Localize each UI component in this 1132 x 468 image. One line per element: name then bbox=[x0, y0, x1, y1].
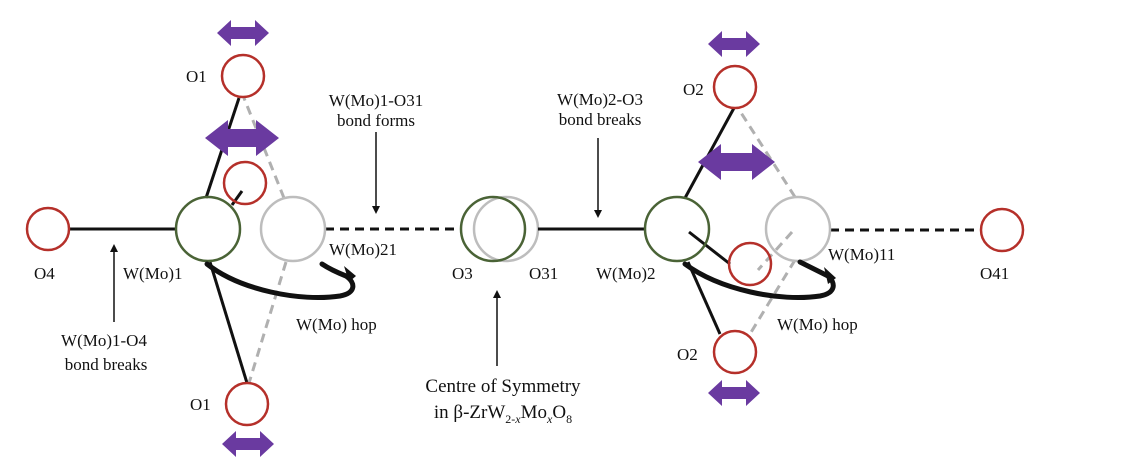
vibration-arrow-o2-top bbox=[708, 31, 760, 57]
vibration-arrow-o1-bottom bbox=[222, 431, 274, 457]
annotation-bond-breaks-left-line1: W(Mo)1-O4 bbox=[61, 331, 147, 350]
annotation-bond-forms-line2: bond forms bbox=[337, 111, 415, 130]
atom-wmo1 bbox=[174, 195, 242, 263]
atom-o4 bbox=[25, 206, 71, 252]
bond-wmo1-o-small bbox=[230, 190, 244, 206]
atom-o2-top bbox=[712, 64, 758, 110]
atom-o3 bbox=[459, 195, 527, 263]
vibration-arrow-metal-left bbox=[205, 120, 279, 156]
annotation-centre-symmetry-line2: in β-ZrW2-xMoxO8 bbox=[434, 402, 572, 426]
annotation-hop-left: W(Mo) hop bbox=[296, 315, 377, 334]
atom-o1-top bbox=[220, 53, 266, 99]
label-wmo21: W(Mo)21 bbox=[329, 240, 397, 259]
formula-sub3: 8 bbox=[566, 412, 572, 426]
atom-wmo2 bbox=[643, 195, 711, 263]
atom-o-small-left bbox=[222, 160, 268, 206]
formula-tail: O bbox=[552, 402, 566, 423]
annotation-centre-symmetry-line1: Centre of Symmetry bbox=[425, 376, 581, 397]
hop-arrow-right bbox=[682, 259, 836, 301]
formula-mid: Mo bbox=[521, 402, 547, 423]
label-o31: O31 bbox=[529, 264, 558, 283]
label-wmo11: W(Mo)11 bbox=[828, 245, 895, 264]
hop-arrow-right-head bbox=[824, 267, 836, 284]
hop-arrow-left bbox=[204, 261, 356, 301]
label-wmo2: W(Mo)2 bbox=[596, 264, 655, 283]
dashed-bond-wmo11-o-small bbox=[756, 230, 794, 272]
bond-wmo1-o1-bottom bbox=[208, 261, 249, 384]
annotation-hop-right: W(Mo) hop bbox=[777, 315, 858, 334]
atom-o31 bbox=[472, 195, 540, 263]
atom-o41 bbox=[979, 207, 1025, 253]
label-o2-top: O2 bbox=[683, 80, 704, 99]
atom-wmo11 bbox=[764, 195, 832, 263]
annotation-bond-breaks-right-line2: bond breaks bbox=[559, 110, 642, 129]
atom-o-small-right bbox=[727, 241, 773, 287]
atom-o2-bottom bbox=[712, 329, 758, 375]
annotation-bond-breaks-left-line2: bond breaks bbox=[65, 355, 148, 374]
formula-sub1-x: x bbox=[514, 412, 521, 426]
vibration-arrow-metal-right bbox=[698, 144, 775, 180]
label-o3: O3 bbox=[452, 264, 473, 283]
label-o4: O4 bbox=[34, 264, 55, 283]
atom-o1-bottom bbox=[224, 381, 270, 427]
bond-wmo2-o-small bbox=[688, 230, 731, 266]
label-o1-top: O1 bbox=[186, 67, 207, 86]
formula-sub1: 2- bbox=[505, 412, 515, 426]
atom-wmo21 bbox=[259, 195, 327, 263]
vibration-arrow-o1-top bbox=[217, 20, 269, 46]
annotation-bond-forms-line1: W(Mo)1-O31 bbox=[329, 91, 423, 110]
label-o1-bottom: O1 bbox=[190, 395, 211, 414]
vibration-arrow-o2-bottom bbox=[708, 380, 760, 406]
label-o41: O41 bbox=[980, 264, 1009, 283]
hop-arrow-left-head bbox=[344, 266, 356, 282]
formula-sub2-x: x bbox=[546, 412, 553, 426]
dashed-bond-wmo21-o1-bottom bbox=[247, 261, 288, 384]
formula-prefix: in β-ZrW bbox=[434, 402, 505, 423]
label-o2-bottom: O2 bbox=[677, 345, 698, 364]
annotation-bond-breaks-right-line1: W(Mo)2-O3 bbox=[557, 90, 643, 109]
bond-wmo2-o2-bottom bbox=[686, 261, 722, 335]
dashed-bond-wmo11-o2-top bbox=[736, 107, 797, 198]
label-wmo1: W(Mo)1 bbox=[123, 264, 182, 283]
